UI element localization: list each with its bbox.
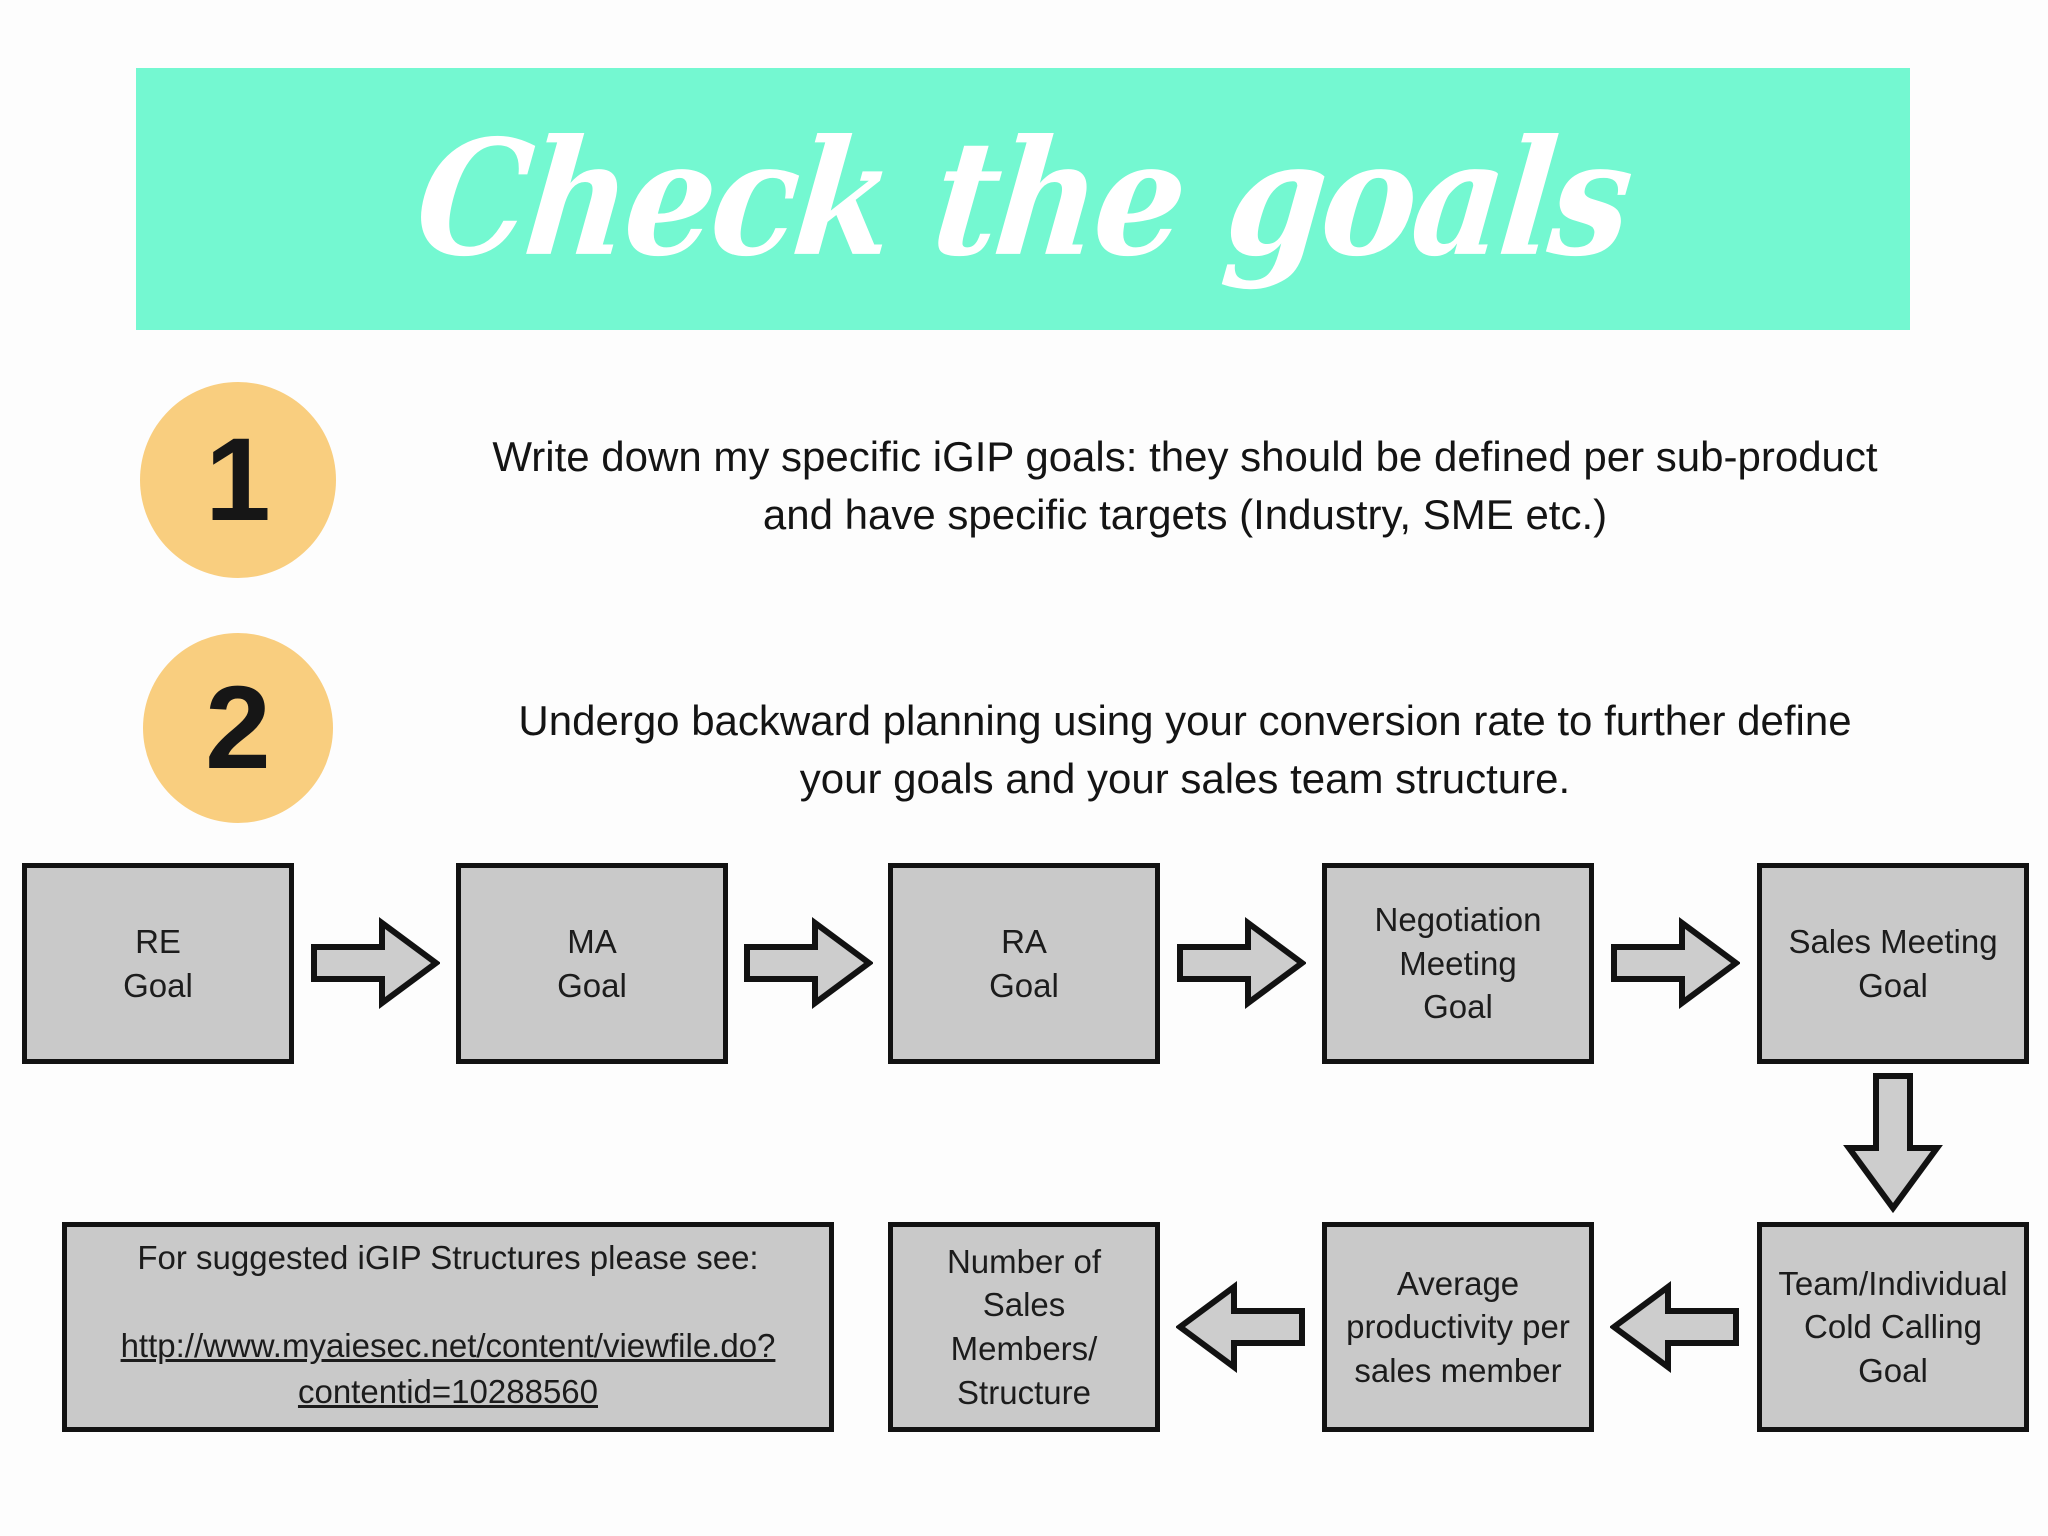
step-2-badge: 2 — [143, 633, 333, 823]
reference-link[interactable]: http://www.myaiesec.net/content/viewfile… — [121, 1323, 776, 1415]
step-1-number: 1 — [205, 414, 271, 546]
arrow-right-icon — [1611, 917, 1740, 1009]
step-1-text: Write down my specific iGIP goals: they … — [492, 433, 1878, 538]
reference-content: For suggested iGIP Structures please see… — [121, 1239, 776, 1415]
arrow-right-icon — [1177, 917, 1306, 1009]
flow-box-number-of-sales-members: Number of Sales Members/ Structure — [888, 1222, 1160, 1432]
flow-box-label: MA Goal — [557, 922, 627, 1004]
reference-intro: For suggested iGIP Structures please see… — [137, 1238, 759, 1276]
flow-box-label: RE Goal — [123, 922, 193, 1004]
arrow-right-icon — [311, 917, 440, 1009]
flow-box-reference: For suggested iGIP Structures please see… — [62, 1222, 834, 1432]
flow-box-label: Negotiation Meeting Goal — [1374, 901, 1542, 1026]
flow-box-label: Sales Meeting Goal — [1788, 922, 1998, 1004]
step-1-badge: 1 — [140, 382, 336, 578]
flow-box-label: Average productivity per sales member — [1346, 1264, 1570, 1389]
flow-box-negotiation-meeting-goal: Negotiation Meeting Goal — [1322, 863, 1594, 1064]
arrow-down-icon — [1843, 1073, 1943, 1214]
page-title: Check the goals — [408, 106, 1638, 292]
step-2-number: 2 — [205, 662, 271, 794]
flow-box-sales-meeting-goal: Sales Meeting Goal — [1757, 863, 2029, 1064]
header-banner: Check the goals — [136, 68, 1910, 330]
flow-box-average-productivity: Average productivity per sales member — [1322, 1222, 1594, 1432]
reference-link-line2[interactable]: contentid=10288560 — [297, 1373, 598, 1410]
arrow-left-icon — [1176, 1281, 1305, 1373]
arrow-left-icon — [1610, 1281, 1739, 1373]
flow-box-ma-goal: MA Goal — [456, 863, 728, 1064]
flow-box-ra-goal: RA Goal — [888, 863, 1160, 1064]
flow-box-label: RA Goal — [989, 922, 1059, 1004]
flow-box-team-individual-cold-calling: Team/Individual Cold Calling Goal — [1757, 1222, 2029, 1432]
step-2-text: Undergo backward planning using your con… — [518, 697, 1852, 802]
reference-link-line1[interactable]: http://www.myaiesec.net/content/viewfile… — [120, 1326, 776, 1364]
flow-box-label: Number of Sales Members/ Structure — [946, 1242, 1102, 1411]
flow-box-label: Team/Individual Cold Calling Goal — [1778, 1264, 2008, 1389]
flow-box-re-goal: RE Goal — [22, 863, 294, 1064]
arrow-right-icon — [744, 917, 873, 1009]
